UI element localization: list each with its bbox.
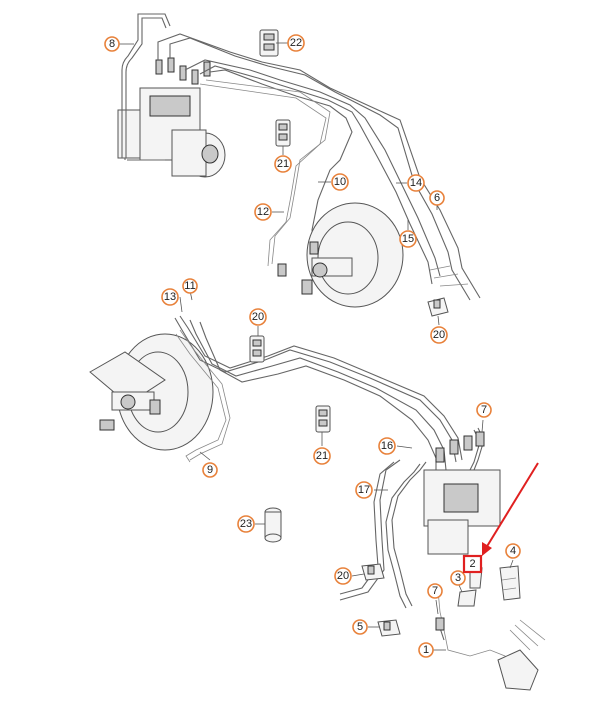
- pipe-bundle-lower: [174, 315, 521, 671]
- callout-20-mid[interactable]: 20: [249, 308, 267, 326]
- callout-4[interactable]: 4: [505, 543, 521, 559]
- svg-text:10: 10: [334, 176, 346, 188]
- svg-text:11: 11: [184, 280, 195, 292]
- upper-assembly: [117, 13, 481, 317]
- clip-21-upper: [275, 119, 291, 147]
- svg-text:2: 2: [469, 558, 475, 570]
- callout-8[interactable]: 8: [104, 36, 120, 52]
- svg-text:14: 14: [410, 177, 422, 189]
- clip-20-upper: [427, 297, 449, 317]
- caliper-assembly: [435, 617, 546, 691]
- callout-6[interactable]: 6: [429, 190, 445, 206]
- bracket-3: [457, 589, 477, 607]
- svg-text:12: 12: [257, 206, 269, 218]
- callout-21-lower[interactable]: 21: [313, 447, 331, 465]
- callout-7-lower[interactable]: 7: [427, 583, 443, 599]
- callout-14[interactable]: 14: [407, 174, 425, 192]
- svg-text:8: 8: [109, 38, 115, 50]
- highlighted-part-marker[interactable]: 2: [462, 554, 483, 574]
- svg-text:15: 15: [402, 233, 414, 245]
- svg-text:9: 9: [207, 464, 213, 476]
- callout-16[interactable]: 16: [378, 437, 396, 455]
- svg-text:17: 17: [358, 484, 370, 496]
- callout-10[interactable]: 10: [331, 173, 349, 191]
- callout-23[interactable]: 23: [237, 515, 255, 533]
- callout-17[interactable]: 17: [355, 481, 373, 499]
- callouts: 8 22 21 10 14 6 12 15: [104, 34, 521, 658]
- svg-text:20: 20: [337, 570, 349, 582]
- svg-text:23: 23: [240, 518, 252, 530]
- bushing-23: [264, 507, 282, 543]
- clip-20-lower: [361, 563, 385, 581]
- callout-13[interactable]: 13: [161, 288, 179, 306]
- abs-unit-lower: [423, 431, 501, 555]
- svg-text:16: 16: [381, 440, 393, 452]
- bracket-upper-right: [429, 265, 469, 287]
- callout-15[interactable]: 15: [399, 230, 417, 248]
- bracket-4: [499, 565, 521, 601]
- brake-booster-lower: [89, 333, 214, 451]
- svg-text:22: 22: [290, 37, 302, 49]
- svg-text:13: 13: [164, 291, 176, 303]
- red-arrow-icon: [482, 462, 539, 556]
- svg-text:6: 6: [434, 192, 440, 204]
- svg-text:4: 4: [510, 545, 516, 557]
- callout-5[interactable]: 5: [352, 619, 368, 635]
- callout-12[interactable]: 12: [254, 203, 272, 221]
- svg-text:3: 3: [455, 572, 461, 584]
- callout-7-upper[interactable]: 7: [476, 402, 492, 418]
- brake-booster-upper: [277, 202, 404, 308]
- callout-1[interactable]: 1: [418, 642, 434, 658]
- clip-22: [259, 29, 279, 57]
- callout-20-upper[interactable]: 20: [430, 326, 448, 344]
- pipe-bundle-upper: [121, 13, 481, 301]
- svg-text:7: 7: [432, 585, 438, 597]
- clip-21-lower: [315, 405, 331, 433]
- svg-text:20: 20: [433, 329, 445, 341]
- callout-21-upper[interactable]: 21: [274, 155, 292, 173]
- svg-text:21: 21: [277, 158, 289, 170]
- lower-assembly: [89, 315, 546, 691]
- leader-lines: [119, 42, 514, 651]
- clip-5: [377, 619, 401, 637]
- abs-unit-upper: [117, 87, 226, 178]
- callout-11[interactable]: 11: [182, 278, 198, 294]
- svg-text:20: 20: [252, 311, 264, 323]
- svg-text:5: 5: [357, 621, 363, 633]
- svg-text:7: 7: [481, 404, 487, 416]
- callout-3[interactable]: 3: [450, 570, 466, 586]
- svg-text:1: 1: [423, 644, 429, 656]
- svg-text:21: 21: [316, 450, 328, 462]
- abs-fittings-upper: [155, 57, 211, 85]
- callout-9[interactable]: 9: [202, 462, 218, 478]
- callout-22[interactable]: 22: [287, 34, 305, 52]
- callout-20-lower[interactable]: 20: [334, 567, 352, 585]
- clip-20-lower-mid: [249, 335, 265, 363]
